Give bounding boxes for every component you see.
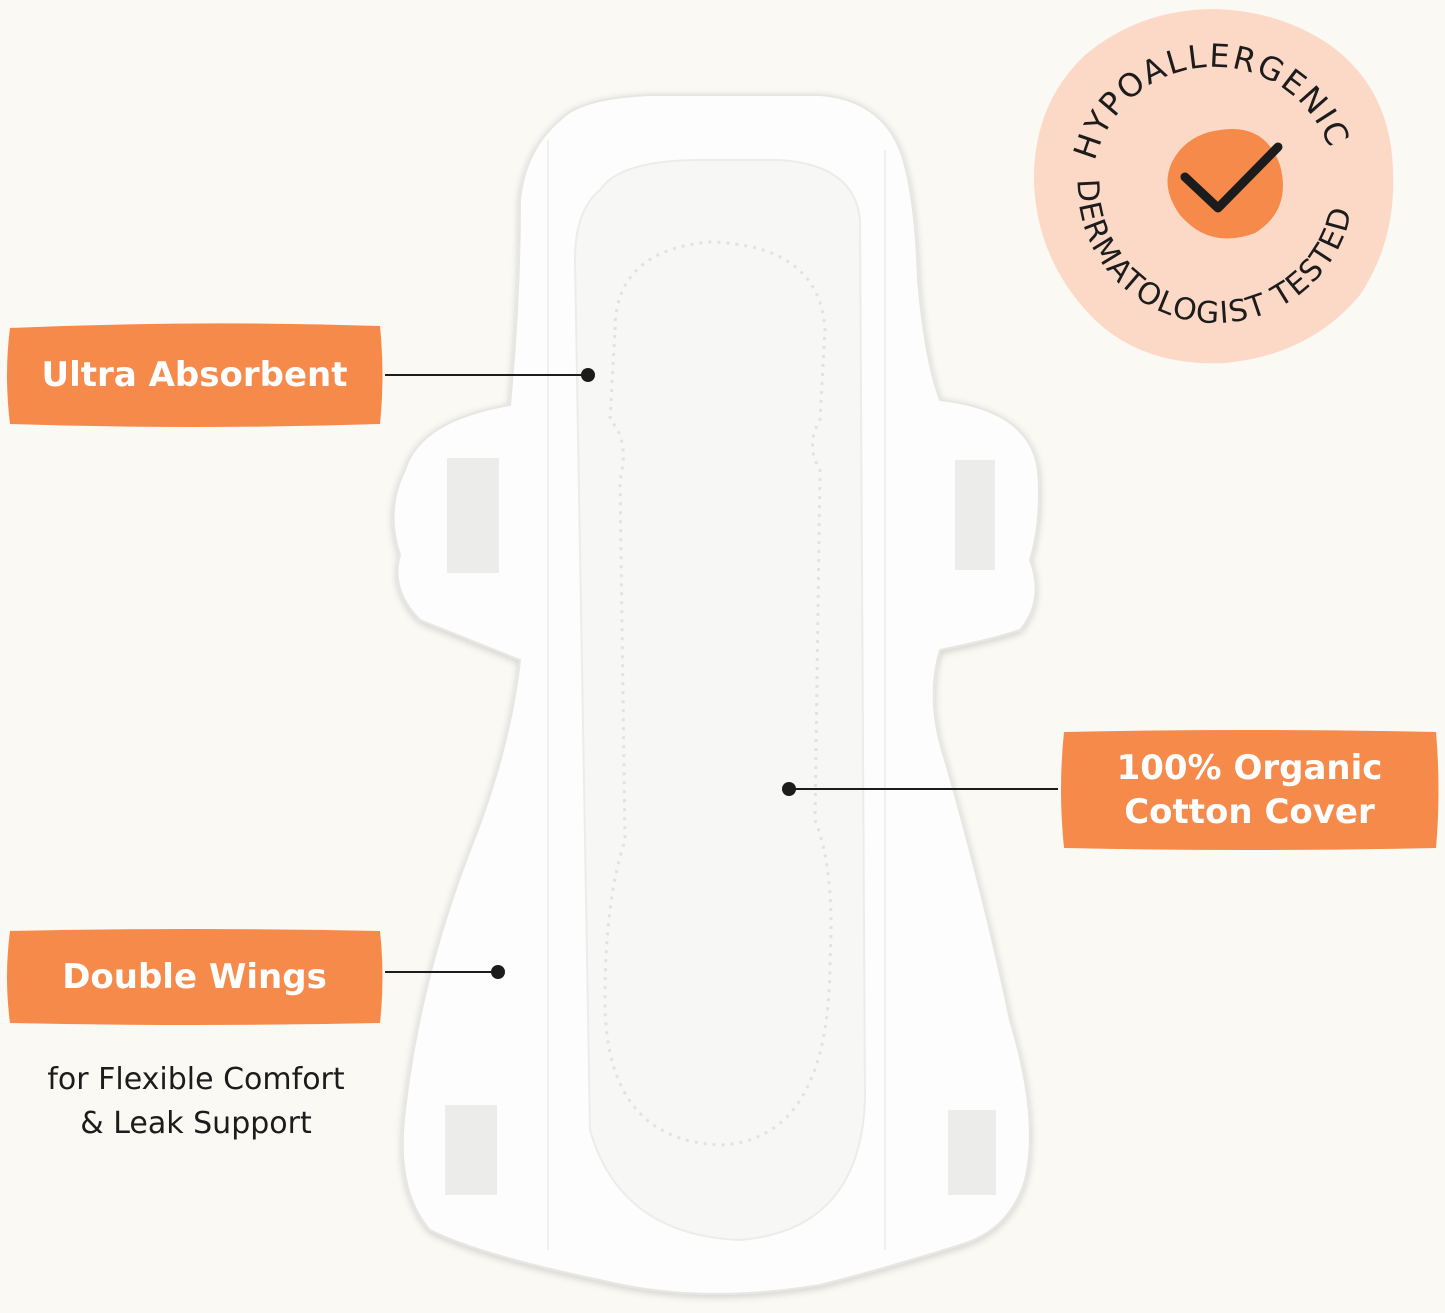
wing-adhesive-left-top [447,458,499,573]
label-organic-line1: 100% Organic [1116,747,1383,788]
label-ultra-absorbent: Ultra Absorbent [4,320,385,430]
pad-channel [603,240,833,1147]
double-wings-caption: for Flexible Comfort & Leak Support [10,1058,382,1146]
label-double-wings: Double Wings [4,927,385,1027]
label-organic-cotton-text: 100% Organic Cotton Cover [1117,746,1383,834]
leader-dot-ultra [581,368,595,382]
hypoallergenic-badge: HYPOALLERGENIC DERMATOLOGIST TESTED [1033,9,1394,364]
check-blob [1167,129,1283,239]
wing-adhesive-right-top [955,460,995,570]
label-double-wings-text: Double Wings [62,956,327,997]
label-organic-cotton: 100% Organic Cotton Cover [1058,728,1441,852]
caption-line2: & Leak Support [80,1106,312,1141]
pad-core [573,159,867,1242]
leader-dot-wings [491,965,505,979]
leader-dot-cotton [782,782,796,796]
caption-line1: for Flexible Comfort [47,1062,345,1097]
label-organic-line2: Cotton Cover [1124,792,1375,832]
label-ultra-absorbent-text: Ultra Absorbent [41,354,348,395]
check-icon [1180,142,1283,213]
wing-adhesive-left-bottom [445,1105,497,1195]
wing-adhesive-right-bottom [948,1110,996,1195]
